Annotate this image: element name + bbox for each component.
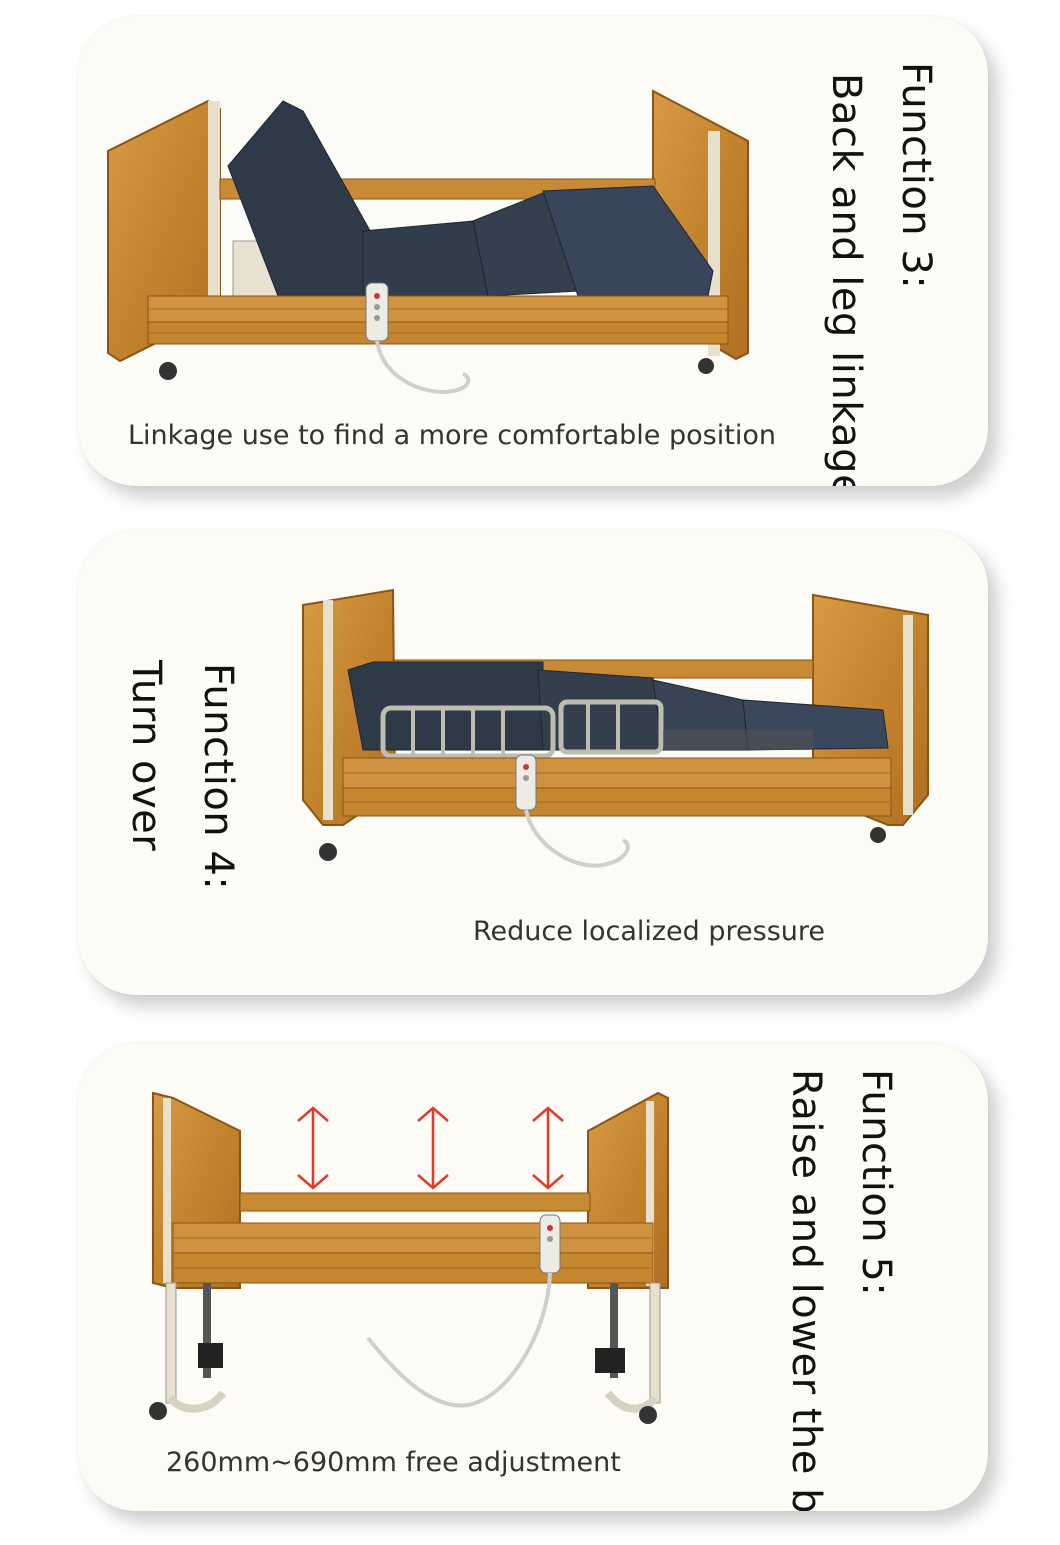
function-5-caption: 260mm~690mm free adjustment xyxy=(166,1447,621,1478)
bed-raise-lower-illustration xyxy=(149,1091,669,1424)
function-4-heading: Function 4: xyxy=(195,663,241,891)
function-5-name: Raise and lower the bed xyxy=(783,1069,829,1511)
function-4-caption: Reduce localized pressure xyxy=(473,916,825,947)
function-5-card: Function 5: Raise and lower the bed 260m… xyxy=(78,1043,988,1511)
function-3-caption: Linkage use to find a more comfortable p… xyxy=(128,420,776,451)
bed-back-leg-linkage-illustration xyxy=(107,89,749,394)
function-5-heading: Function 5: xyxy=(853,1069,899,1297)
function-4-name: Turn over xyxy=(123,660,169,852)
function-3-heading: Function 3: xyxy=(893,62,939,290)
function-3-name: Back and leg linkage xyxy=(823,73,869,486)
up-down-arrows-icon xyxy=(297,1106,564,1190)
bed-turn-over-illustration xyxy=(302,588,929,868)
function-4-card: Function 4: Turn over Reduce localized p… xyxy=(78,530,988,995)
function-3-card: Function 3: Back and leg linkage Linkage… xyxy=(78,16,988,486)
